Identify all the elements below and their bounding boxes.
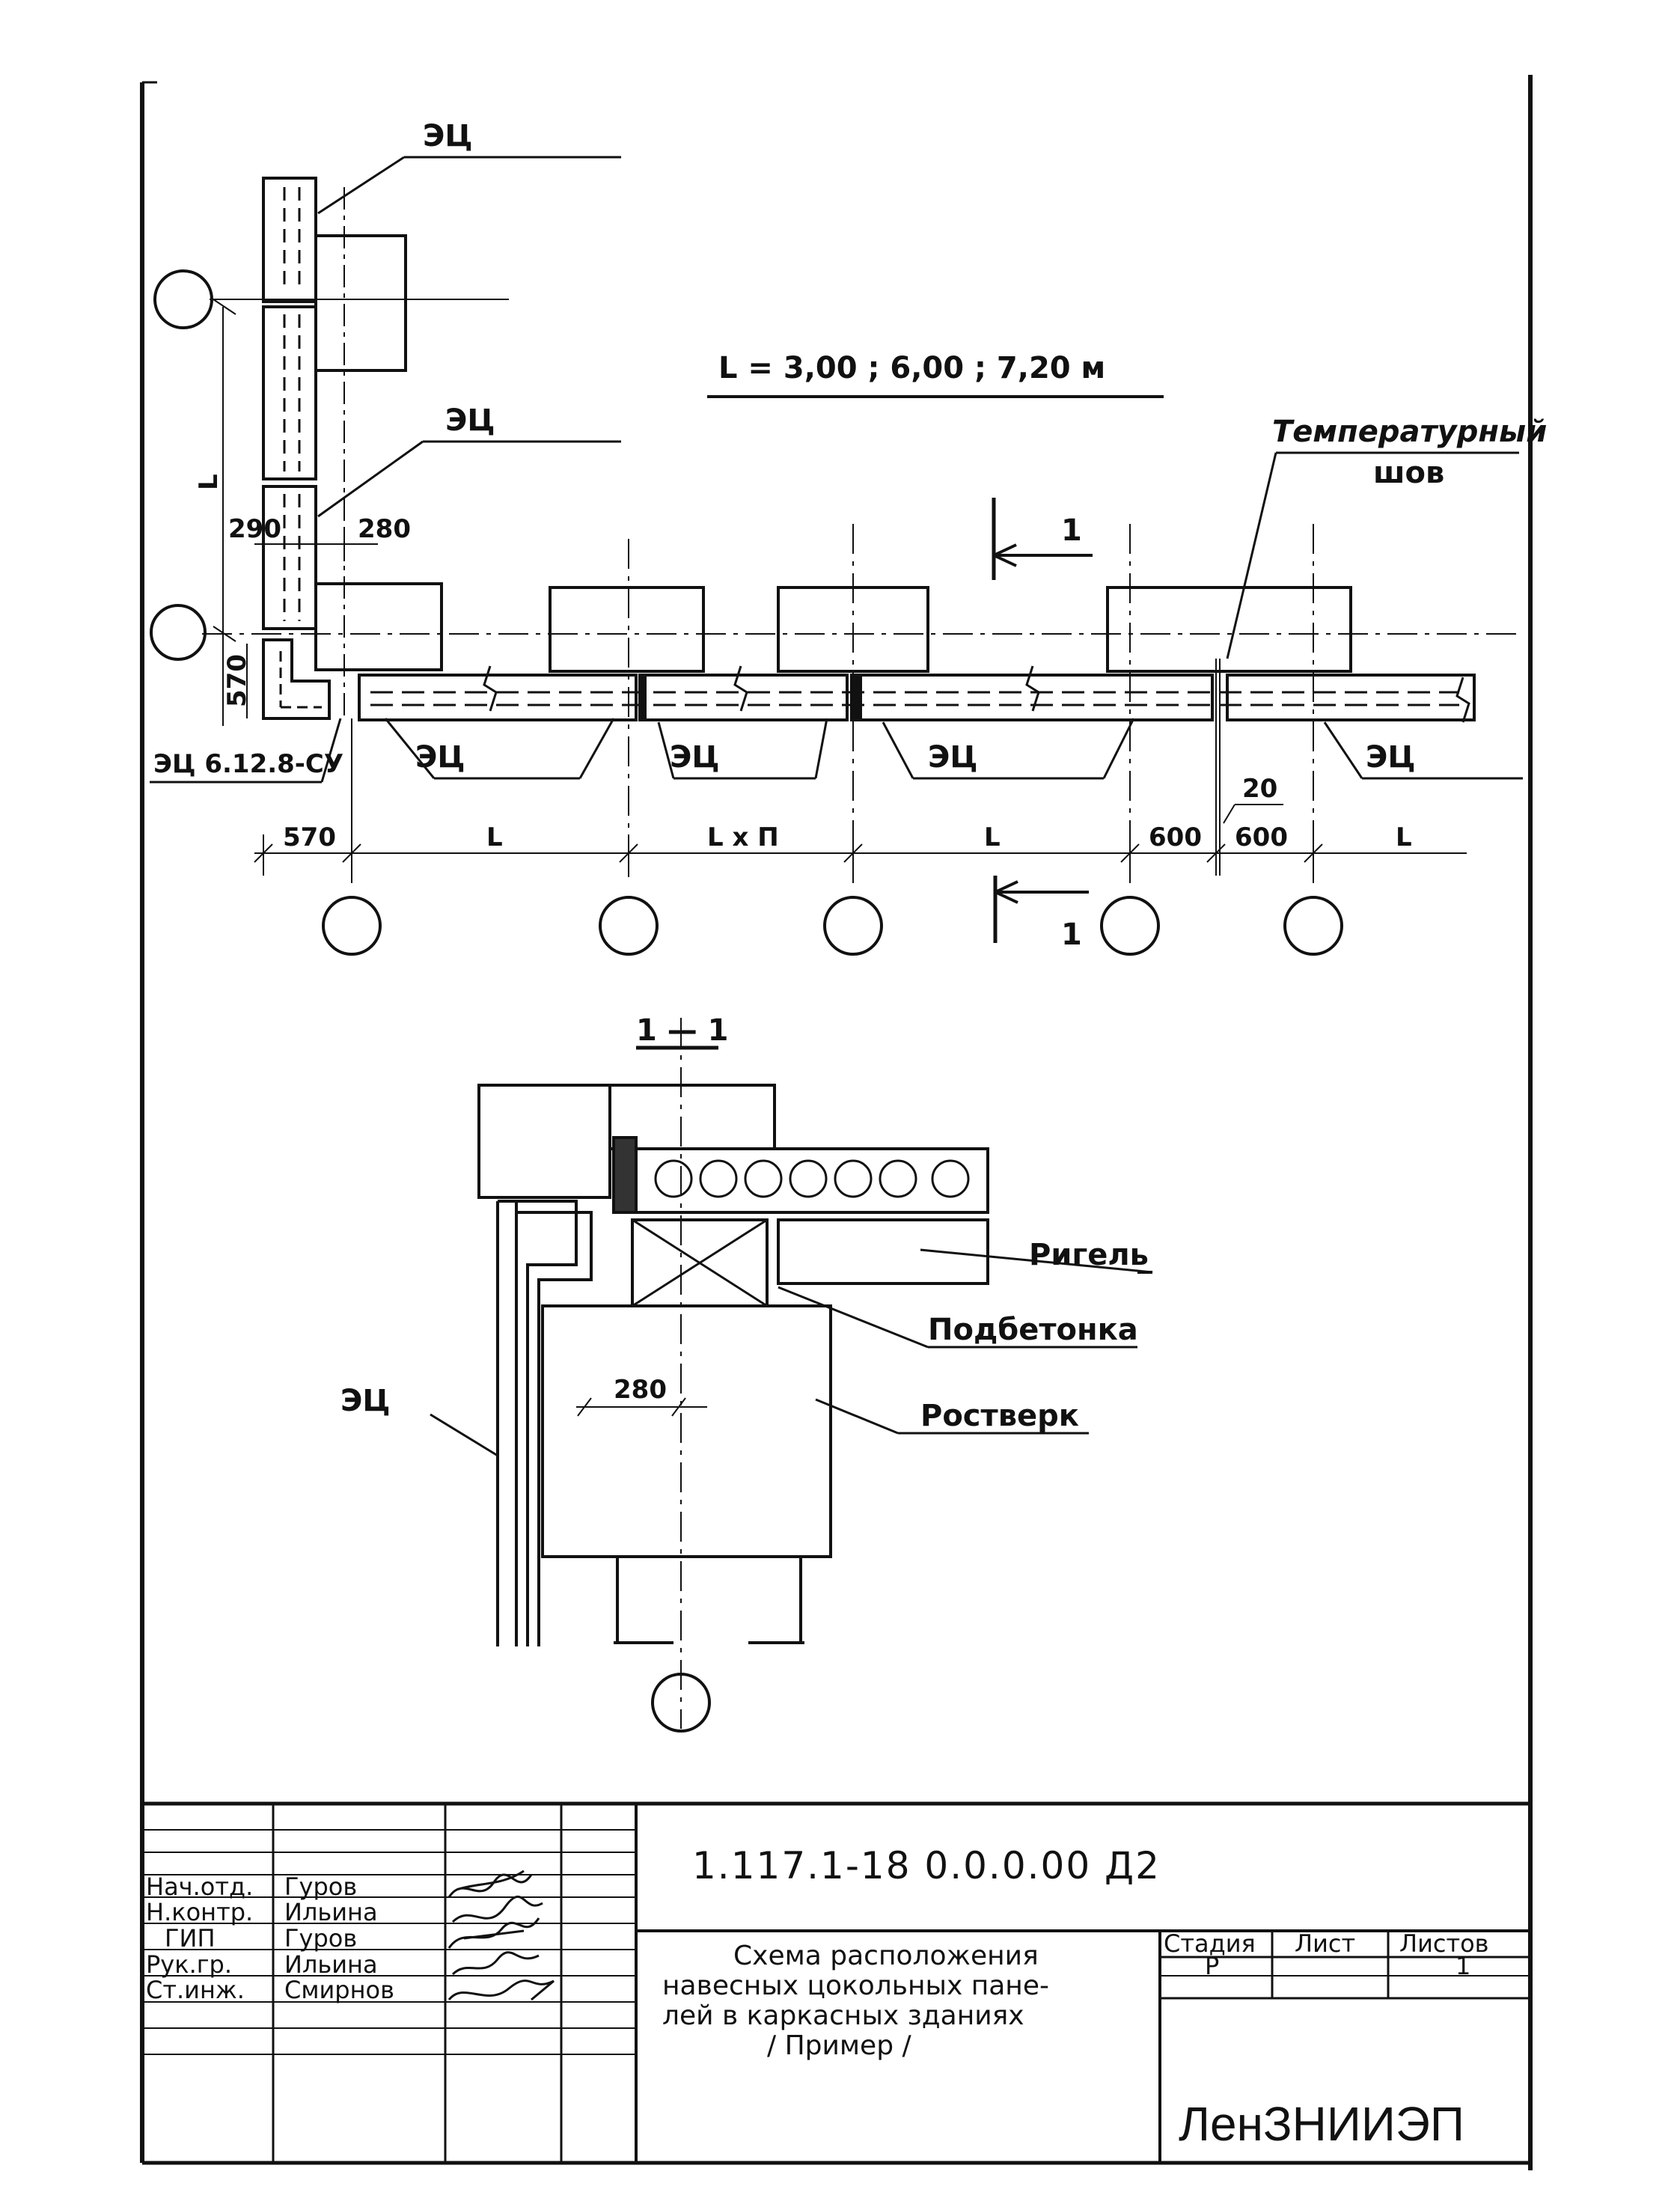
dim-L3: L xyxy=(1396,822,1412,852)
section-texts: 1 — 1 Ригель Подбетонка Ростверк ЭЦ 280 xyxy=(340,1013,1149,1433)
dim-20: 20 xyxy=(1242,774,1277,804)
ec-label-b1: ЭЦ xyxy=(415,740,465,775)
dim-L2: L xyxy=(984,822,1001,852)
dim-570: 570 xyxy=(283,822,336,852)
tb-name-2: Ильина xyxy=(284,1898,378,1926)
temp-joint-label-2: шов xyxy=(1373,456,1444,490)
plan-texts: ЭЦ ЭЦ L = 3,00 ; 6,00 ; 7,20 м Температу… xyxy=(153,119,1547,952)
dim-600a: 600 xyxy=(1149,822,1202,852)
tb-role-1: Нач.отд. xyxy=(146,1872,253,1901)
ec-label-top2: ЭЦ xyxy=(445,403,495,438)
title-line-3: лей в каркасных зданиях xyxy=(662,2000,1024,2031)
tb-role-4: Рук.гр. xyxy=(146,1950,232,1979)
dim-L1: L xyxy=(486,822,503,852)
section-title: 1 — 1 xyxy=(636,1013,729,1048)
rigel-label: Ригель xyxy=(1029,1238,1149,1272)
title-line-1: Схема расположения xyxy=(733,1941,1039,1971)
podbetonka-label: Подбетонка xyxy=(928,1313,1138,1347)
ec-label-top1: ЭЦ xyxy=(423,119,472,153)
organization-name: ЛенЗНИИЭП xyxy=(1179,2097,1464,2151)
section-view xyxy=(430,1018,1153,1733)
spans-note: L = 3,00 ; 6,00 ; 7,20 м xyxy=(718,351,1105,385)
ec-label-b4: ЭЦ xyxy=(1366,740,1415,775)
tb-role-2: Н.контр. xyxy=(146,1898,253,1926)
stage-header: Стадия xyxy=(1164,1929,1256,1958)
dim-290: 290 xyxy=(228,514,281,544)
temp-joint-label-1: Температурный xyxy=(1272,415,1547,449)
section-mark-top: 1 xyxy=(1061,513,1082,548)
title-block xyxy=(142,1801,1530,2163)
sheet-header: Лист xyxy=(1295,1929,1355,1958)
ec-corner-label: ЭЦ 6.12.8-СУ xyxy=(153,749,343,779)
ec-label-b2: ЭЦ xyxy=(670,740,719,775)
vertical-dim-label: L xyxy=(194,474,224,490)
tb-name-4: Ильина xyxy=(284,1950,378,1979)
tb-role-5: Ст.инж. xyxy=(146,1976,245,2004)
ec-section-label: ЭЦ xyxy=(340,1384,390,1418)
rostverk-label: Ростверк xyxy=(920,1399,1079,1433)
title-block-texts: 1.117.1-18 0.0.0.00 Д2 Нач.отд. Гуров Н.… xyxy=(146,1844,1489,2151)
tb-name-3: Гуров xyxy=(284,1924,357,1953)
tb-name-1: Гуров xyxy=(284,1872,357,1901)
ec-label-b3: ЭЦ xyxy=(928,740,977,775)
dim-600b: 600 xyxy=(1235,822,1288,852)
plinth-panels xyxy=(358,665,1476,723)
dimension-chain xyxy=(254,804,1467,876)
left-panels xyxy=(262,177,331,720)
section-mark-bottom: 1 xyxy=(1061,918,1082,952)
signatures xyxy=(448,1869,555,2001)
tb-role-3: ГИП xyxy=(165,1924,216,1953)
sheet-frame xyxy=(140,75,1533,2170)
title-line-2: навесных цокольных пане- xyxy=(662,1971,1049,2001)
axis-bubbles xyxy=(150,269,1343,956)
slab-voids xyxy=(654,1159,970,1198)
title-line-4: / Пример / xyxy=(767,2030,911,2061)
document-code: 1.117.1-18 0.0.0.00 Д2 xyxy=(692,1844,1161,1887)
sheets-header: Листов xyxy=(1399,1929,1489,1958)
dim-280: 280 xyxy=(358,514,411,544)
stage-value: Р xyxy=(1205,1952,1219,1980)
plan-view xyxy=(150,156,1523,956)
dim-570-side: 570 xyxy=(222,654,252,707)
dim-280-section: 280 xyxy=(614,1375,667,1405)
sheets-value: 1 xyxy=(1456,1952,1470,1980)
dim-Lxn: L x П xyxy=(707,822,779,852)
tb-name-5: Смирнов xyxy=(284,1976,394,2004)
